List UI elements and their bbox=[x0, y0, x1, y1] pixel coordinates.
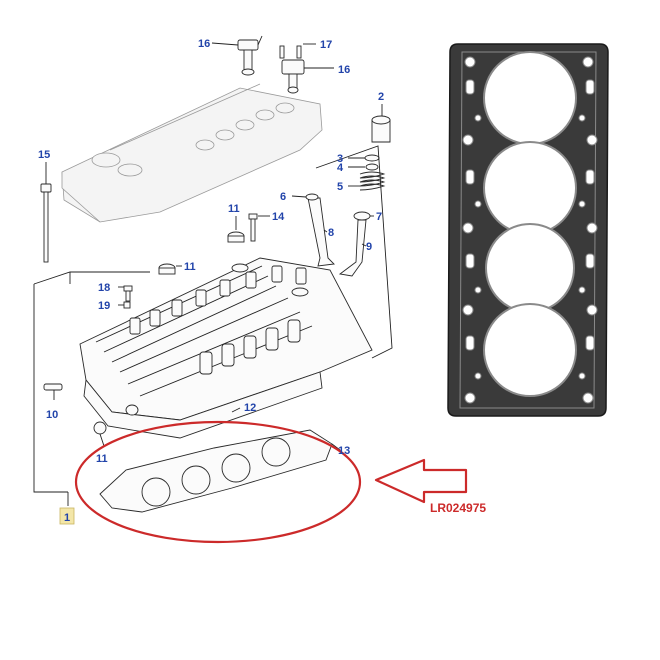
callout-7: 7 bbox=[376, 211, 382, 223]
pointer-arrow bbox=[374, 458, 468, 504]
callout-14: 14 bbox=[272, 211, 285, 223]
small-fasteners bbox=[118, 213, 270, 309]
callout-2: 2 bbox=[378, 91, 384, 103]
callout-16b: 16 bbox=[338, 64, 350, 76]
callout-labels: 16 17 16 2 15 3 4 5 6 11 14 7 8 9 11 18 … bbox=[38, 38, 384, 525]
valve-cover bbox=[61, 83, 323, 223]
callout-9: 9 bbox=[366, 241, 372, 253]
callout-10: 10 bbox=[46, 409, 58, 421]
valve-train bbox=[291, 104, 391, 277]
head-gasket-photo bbox=[447, 43, 609, 417]
callout-6: 6 bbox=[280, 191, 286, 203]
callout-11b: 11 bbox=[184, 261, 196, 273]
callout-11c: 11 bbox=[96, 453, 108, 465]
callout-17: 17 bbox=[320, 39, 332, 51]
callout-5: 5 bbox=[337, 181, 343, 193]
callout-18: 18 bbox=[98, 282, 110, 294]
callout-8: 8 bbox=[328, 227, 334, 239]
callout-13: 13 bbox=[338, 445, 350, 457]
callout-1: 1 bbox=[64, 512, 70, 524]
callout-19: 19 bbox=[98, 300, 110, 312]
index-box bbox=[59, 507, 75, 525]
small-head-gasket bbox=[99, 429, 341, 513]
group-bracket bbox=[33, 145, 393, 506]
part-number-label: LR024975 bbox=[430, 501, 486, 515]
callout-15: 15 bbox=[38, 149, 50, 161]
cylinder-head bbox=[43, 257, 373, 447]
callout-4: 4 bbox=[337, 162, 344, 174]
callout-12: 12 bbox=[244, 402, 256, 414]
camshaft-sensors bbox=[211, 35, 334, 94]
callout-3: 3 bbox=[337, 153, 343, 165]
head-bolt bbox=[40, 162, 52, 263]
callout-16a: 16 bbox=[198, 38, 210, 50]
callout-11a: 11 bbox=[228, 203, 240, 215]
highlight-ellipse bbox=[74, 420, 362, 544]
